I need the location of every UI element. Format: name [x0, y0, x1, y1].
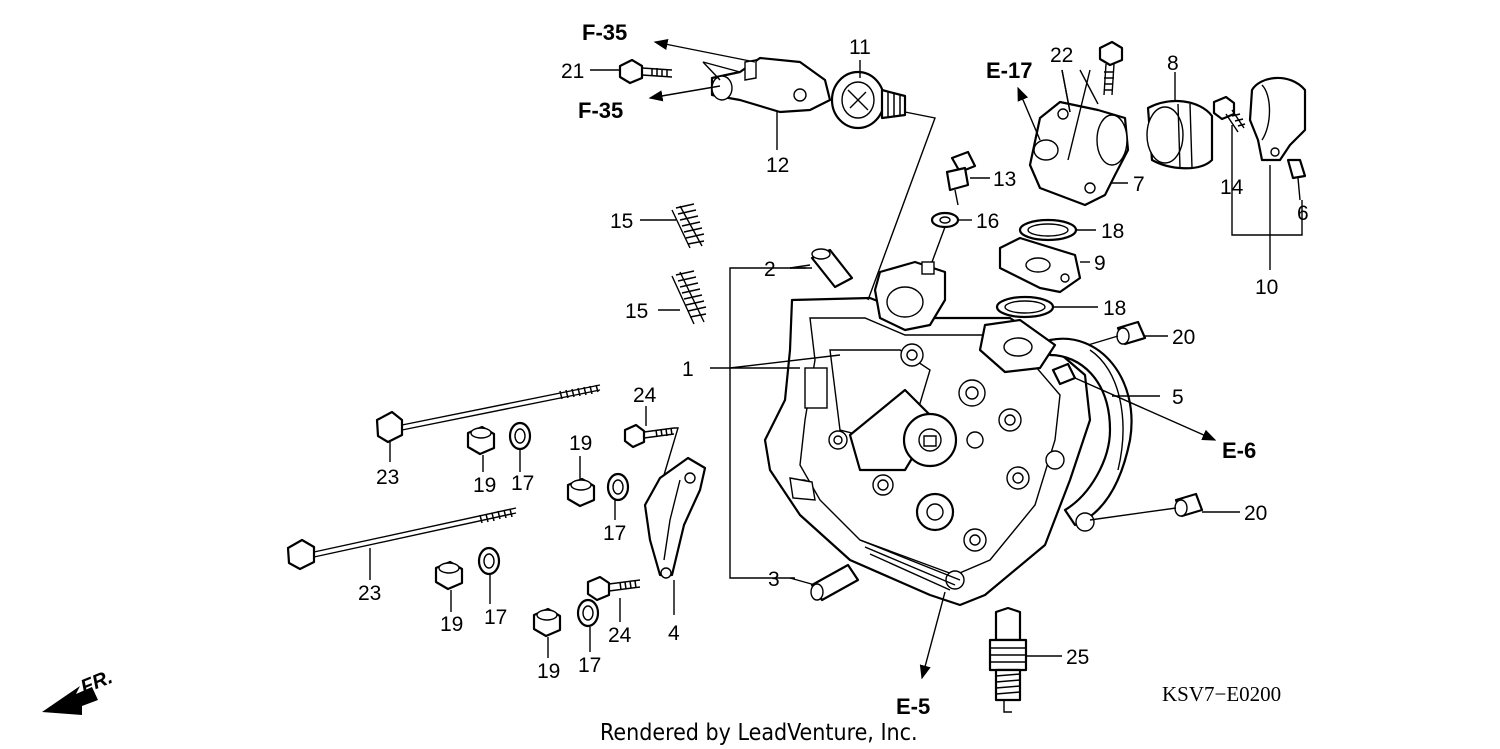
- label-part-3: 3: [768, 568, 780, 591]
- leader-lines: [369, 60, 1303, 658]
- label-part-9: 9: [1094, 252, 1106, 275]
- label-part-7: 7: [1133, 173, 1145, 196]
- diagram-code: KSV7−E0200: [1162, 682, 1281, 706]
- label-part-17-c: 17: [484, 606, 507, 629]
- reference-arrows: [648, 38, 1217, 680]
- bolt-14-drawing: [1212, 95, 1246, 133]
- label-part-19-c: 19: [440, 613, 463, 636]
- dowel-pin-3-drawing: [810, 563, 860, 602]
- label-part-24-upper: 24: [633, 384, 657, 407]
- ref-e6: E-6: [1222, 438, 1256, 463]
- ref-e5: E-5: [896, 694, 930, 719]
- part-number-labels: 1 2 3 4 5 6 7 8 9 10 11 12 13 14 15 15 1…: [358, 36, 1309, 683]
- label-part-15-upper: 15: [610, 210, 633, 233]
- washer-16-drawing: [930, 211, 960, 229]
- label-part-23-upper: 23: [376, 466, 399, 489]
- label-part-19-a: 19: [473, 474, 496, 497]
- label-part-12: 12: [766, 154, 789, 177]
- label-part-17-b: 17: [603, 522, 626, 545]
- front-arrow-icon: [42, 686, 98, 715]
- long-bolt-23-lower-drawing: [286, 507, 517, 571]
- reference-labels: F-35 F-35 E-17 E-6 E-5: [578, 20, 1256, 719]
- guide-4-drawing: [643, 456, 707, 579]
- dowel-20-upper-drawing: [1116, 320, 1147, 346]
- label-part-16: 16: [976, 210, 999, 233]
- dowel-20-lower-drawing: [1174, 492, 1204, 518]
- nut-6-drawing: [1286, 158, 1307, 180]
- o-ring-18-upper-drawing: [1018, 218, 1078, 242]
- label-part-6: 6: [1297, 202, 1309, 225]
- label-part-20-lower: 20: [1244, 502, 1267, 525]
- label-part-17-a: 17: [511, 472, 534, 495]
- ref-e17: E-17: [986, 58, 1032, 83]
- ref-f35-lower: F-35: [578, 98, 623, 123]
- bolt-24-lower-drawing: [586, 575, 641, 602]
- bracket-10-drawing: [1248, 76, 1307, 162]
- credit-text: Rendered by LeadVenture, Inc.: [600, 720, 918, 746]
- label-part-18-lower: 18: [1103, 297, 1126, 320]
- bolt-22-drawing: [1098, 40, 1124, 96]
- elbow-7-drawing: [1028, 100, 1130, 207]
- label-part-1: 1: [682, 358, 694, 381]
- ref-f35-upper: F-35: [582, 20, 627, 45]
- label-part-2: 2: [764, 258, 776, 281]
- spring-15-lower-drawing: [671, 270, 707, 325]
- label-part-21: 21: [561, 60, 584, 83]
- sensor-13-drawing: [945, 150, 977, 206]
- label-part-13: 13: [993, 168, 1016, 191]
- spark-plug-25-drawing: [988, 606, 1028, 713]
- bolt-21-drawing: [618, 58, 673, 85]
- o-ring-18-lower-drawing: [995, 295, 1055, 319]
- nuts-and-washers-drawing: [434, 421, 630, 638]
- label-part-20-upper: 20: [1172, 326, 1195, 349]
- label-part-10: 10: [1255, 276, 1278, 299]
- label-part-18-upper: 18: [1101, 220, 1124, 243]
- label-part-25: 25: [1066, 646, 1089, 669]
- plate-9-drawing: [998, 236, 1082, 294]
- label-part-14: 14: [1220, 176, 1244, 199]
- label-part-15-lower: 15: [625, 300, 648, 323]
- bolt-24-upper-drawing: [623, 423, 675, 449]
- thermostat-11-drawing: [830, 70, 907, 130]
- label-part-19-d: 19: [537, 660, 560, 683]
- label-part-11: 11: [849, 36, 871, 59]
- long-bolt-23-upper-drawing: [375, 384, 601, 444]
- label-part-4: 4: [668, 622, 680, 645]
- label-part-22: 22: [1050, 44, 1073, 67]
- cylinder-head-drawing: [763, 260, 1133, 607]
- dowel-pin-2-drawing: [810, 248, 854, 289]
- label-part-8: 8: [1167, 52, 1179, 75]
- hose-8-drawing: [1146, 100, 1214, 170]
- label-part-19-b: 19: [569, 432, 592, 455]
- label-part-23-lower: 23: [358, 582, 381, 605]
- label-part-17-d: 17: [578, 654, 601, 677]
- label-part-24-lower: 24: [608, 624, 632, 647]
- front-marker-label: FR.: [78, 666, 116, 698]
- label-part-5: 5: [1172, 386, 1184, 409]
- joint-12-drawing: [710, 56, 832, 114]
- spring-15-upper-drawing: [671, 203, 705, 249]
